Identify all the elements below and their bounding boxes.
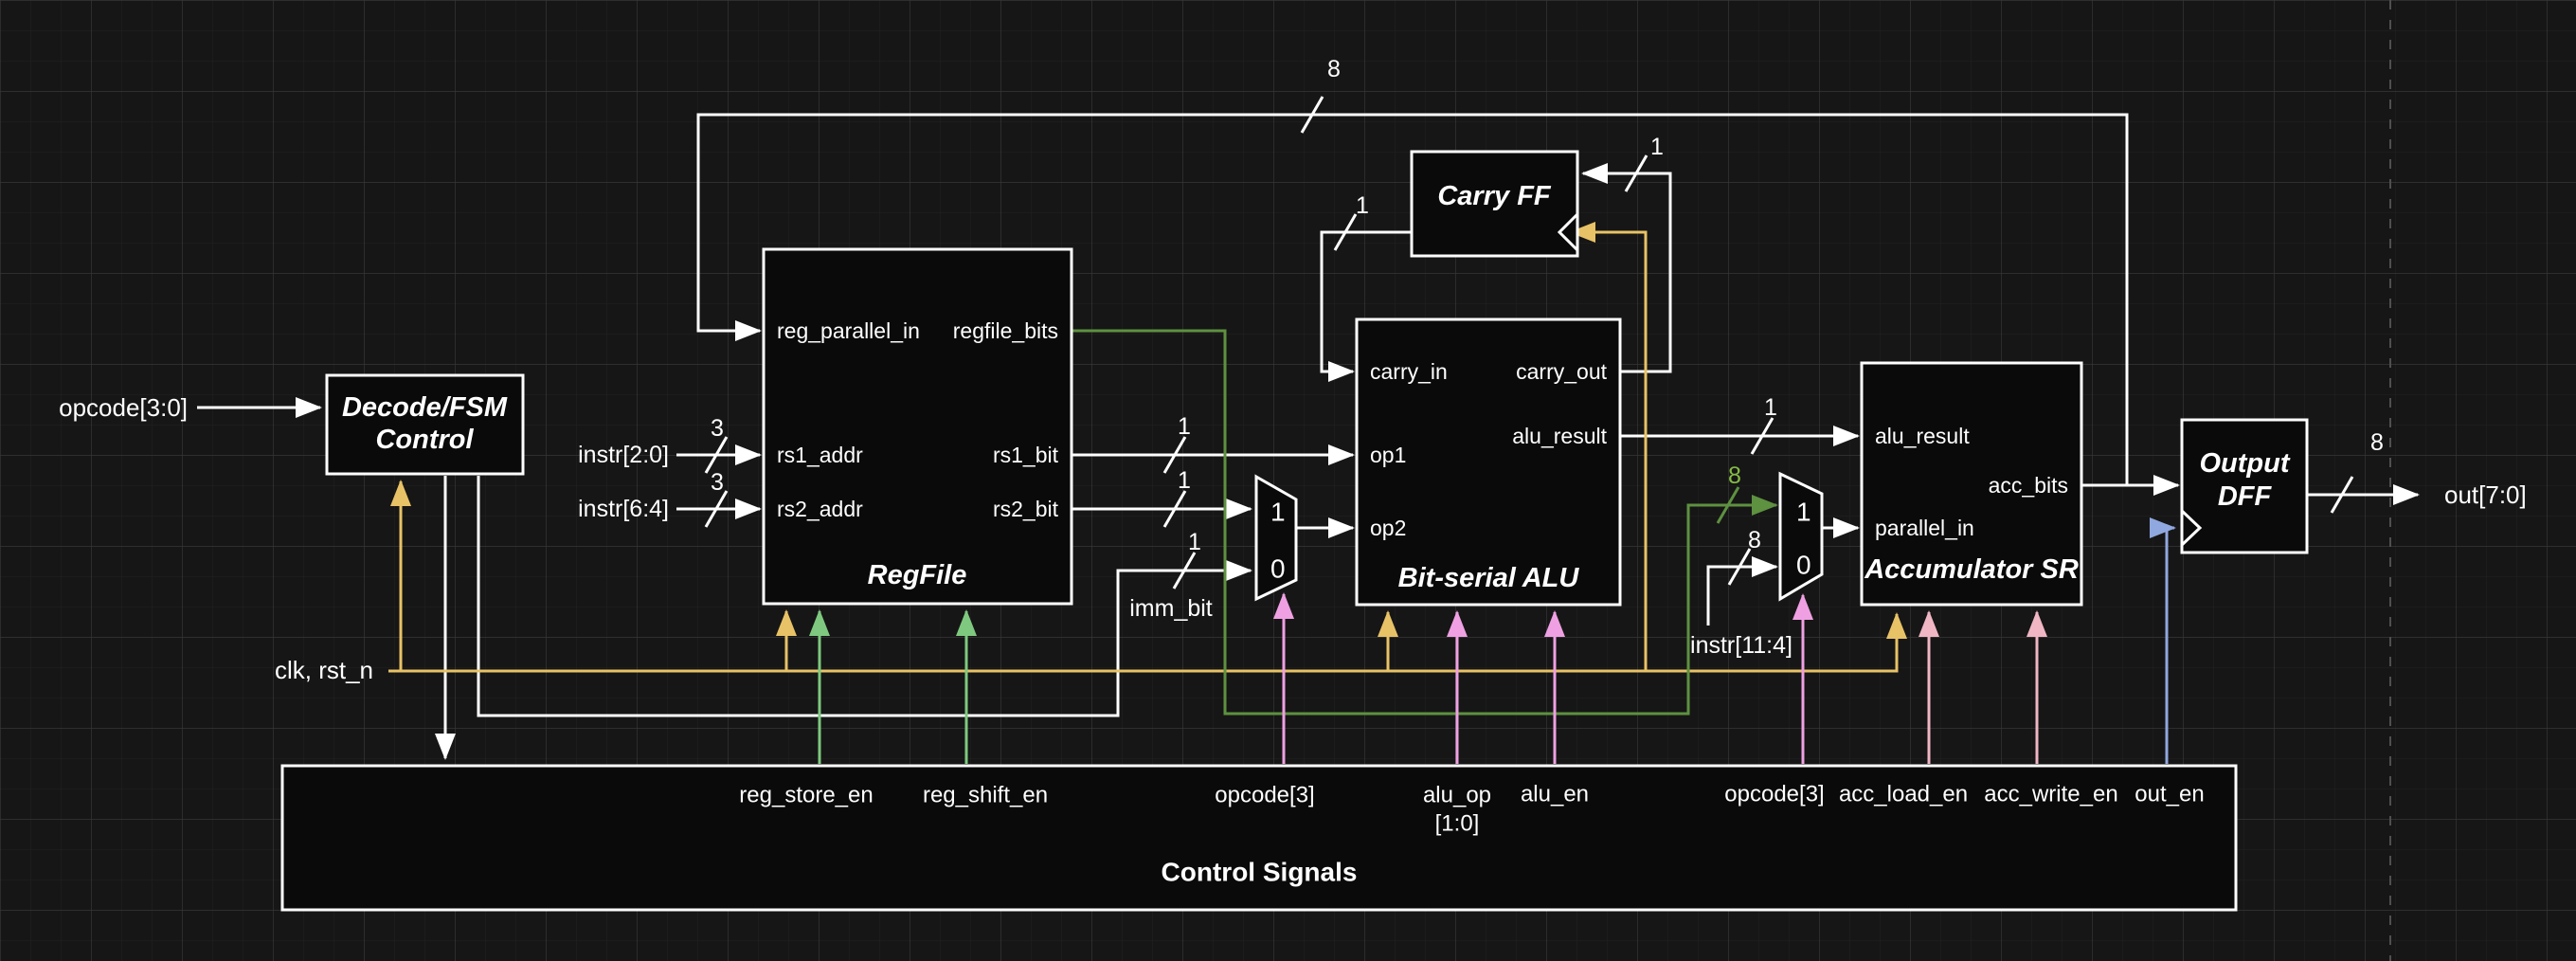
width-1: 1 [1188,529,1201,555]
control-signals-title: Control Signals [1162,858,1358,887]
bus-width-tick [1162,436,1187,474]
label-alu-op-line2: [1:0] [1435,811,1480,837]
clock-wedge-icon [2180,509,2203,547]
mux-op2-input-1: 1 [1270,498,1286,527]
width-1: 1 [1178,467,1191,494]
port-acc-bits: acc_bits [1989,473,2068,498]
decode-title-line2: Control [375,425,474,455]
bus-width-tick [1172,552,1197,589]
out-dff-title-line1: Output [2199,448,2290,479]
label-opcode3-a: opcode[3] [1215,783,1314,808]
width-1: 1 [1356,192,1369,219]
label-reg-store-en: reg_store_en [739,783,873,808]
mux-parallel-in[interactable] [1778,471,1824,602]
carry-ff-title: Carry FF [1437,181,1552,211]
label-instr-11-4: instr[11:4] [1690,632,1792,659]
bus-width-tick [704,436,729,474]
bus-width-tick [1333,213,1358,251]
port-op2: op2 [1370,516,1406,540]
port-rs1-addr: rs1_addr [777,443,863,467]
bus-width-tick [1624,154,1648,192]
out-dff-title-line2: DFF [2218,481,2273,512]
port-regfile-bits: regfile_bits [953,318,1058,343]
wire-acc-feedback-to-reg-parallel-in[interactable] [696,113,2129,485]
block-decode-fsm[interactable] [325,373,525,476]
port-carry-in: carry_in [1370,359,1448,384]
label-acc-write-en: acc_write_en [1984,782,2117,807]
label-opcode3-b: opcode[3] [1724,782,1824,807]
wire-imm-bit[interactable] [477,476,1252,717]
alu-title: Bit-serial ALU [1398,563,1580,593]
label-opcode-in: opcode[3:0] [59,393,188,422]
label-out: out[7:0] [2444,480,2527,509]
block-output-dff[interactable] [2180,418,2309,554]
width-8: 8 [2370,429,2384,456]
bus-width-tick [1750,417,1774,455]
block-carry-ff[interactable] [1410,150,1579,258]
mux-op2-input-0: 0 [1270,554,1286,584]
label-alu-op-line1: alu_op [1423,783,1491,808]
wire-clk-to-carry-ff[interactable] [1569,222,1648,671]
bus-width-tick [2330,476,2354,514]
width-8: 8 [1327,56,1341,82]
label-reg-shift-en: reg_shift_en [923,783,1048,808]
width-1: 1 [1178,413,1191,440]
block-control-signals[interactable] [280,764,2238,912]
port-op1: op1 [1370,443,1406,467]
label-instr-6-4: instr[6:4] [578,496,669,522]
label-instr-2-0: instr[2:0] [578,442,669,468]
bus-width-tick [704,490,729,528]
port-carry-out: carry_out [1516,359,1607,384]
mux-op2[interactable] [1254,474,1298,602]
acc-title: Accumulator SR [1864,554,2079,585]
label-acc-load-en: acc_load_en [1839,782,1968,807]
block-regfile[interactable] [762,247,1073,606]
port-rs1-bit: rs1_bit [993,443,1059,467]
block-bit-serial-alu[interactable] [1355,317,1622,607]
port-rs2-addr: rs2_addr [777,497,863,521]
width-8: 8 [1748,527,1761,553]
width-1: 1 [1764,394,1777,421]
label-imm-bit: imm_bit [1129,595,1213,622]
wire-instr-11-4-to-mux[interactable] [1706,556,1778,626]
bus-width-tick [1300,96,1324,134]
bus-width-tick [1716,486,1740,524]
mux-acc-input-1: 1 [1796,498,1811,527]
bus-width-tick [1162,490,1187,528]
bus-width-tick [1727,548,1752,586]
wire-clk-main[interactable] [388,612,1907,673]
clock-wedge-icon [1557,212,1579,252]
wire-carry-ff-to-carry-in[interactable] [1320,230,1412,382]
regfile-title: RegFile [868,560,967,590]
wire-out-en[interactable] [2150,517,2176,764]
port-acc-alu-result: alu_result [1875,424,1970,448]
width-8-green: 8 [1728,462,1741,489]
port-reg-parallel-in: reg_parallel_in [777,318,920,343]
port-alu-result-out: alu_result [1512,424,1607,448]
label-alu-en: alu_en [1521,782,1589,807]
block-accumulator-sr[interactable] [1860,361,2083,607]
label-clk-rst: clk, rst_n [275,656,373,684]
width-3: 3 [711,415,724,442]
mux-acc-input-0: 0 [1796,551,1811,580]
width-1: 1 [1650,134,1664,160]
label-out-en: out_en [2135,782,2204,807]
port-rs2-bit: rs2_bit [993,497,1059,521]
decode-title-line1: Decode/FSM [342,392,508,423]
port-parallel-in: parallel_in [1875,516,1974,540]
width-3: 3 [711,469,724,496]
